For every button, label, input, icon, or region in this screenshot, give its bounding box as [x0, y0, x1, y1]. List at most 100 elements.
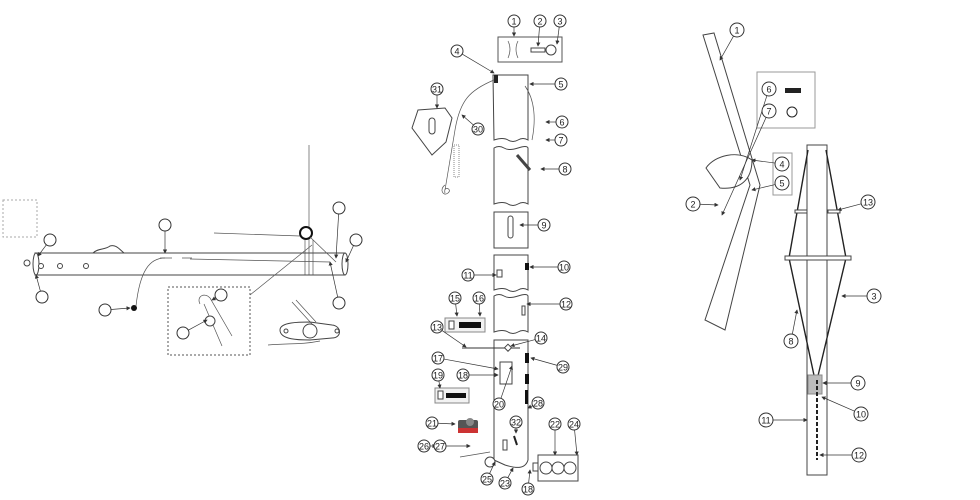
- callout-middle-5: 5: [529, 77, 568, 91]
- callout-circle: [783, 333, 799, 349]
- callout-circle: [509, 415, 523, 429]
- callout-circle: [492, 397, 506, 411]
- callout-number: 1: [511, 17, 516, 27]
- callout-middle-14: 14: [510, 331, 548, 348]
- callout-circle: [555, 115, 569, 129]
- leader-line: [751, 158, 776, 164]
- callout-middle-4: 4: [450, 44, 495, 74]
- leader-line: [477, 303, 482, 317]
- callout-middle-18: 18: [456, 368, 499, 382]
- callout-right-9: 9: [822, 375, 866, 391]
- callout-circle: [176, 326, 190, 340]
- triple-block: [532, 454, 579, 482]
- callout-circle: [430, 320, 444, 334]
- callout-middle-27: 27: [433, 439, 471, 453]
- callout-middle-1: 1: [507, 14, 521, 37]
- callout-number: 3: [557, 17, 562, 27]
- callout-circle: [471, 122, 485, 136]
- callout-circle: [729, 22, 745, 38]
- slot: [507, 215, 514, 239]
- callout-middle-29: 29: [530, 356, 570, 374]
- callout-number: 18: [523, 485, 533, 495]
- callout-middle-9: 9: [519, 218, 551, 232]
- leader-line: [454, 303, 459, 317]
- callout-middle-6: 6: [545, 115, 569, 129]
- pin: [530, 47, 546, 53]
- callout-number: 16: [474, 294, 484, 304]
- spreader-arm: [702, 32, 761, 331]
- halyard: [444, 79, 495, 191]
- callout-circle: [556, 360, 570, 374]
- boom-diagram: [2, 145, 349, 356]
- callout-number: 9: [855, 379, 860, 389]
- diamond-spreader: [784, 255, 852, 261]
- callout-circle: [349, 233, 363, 247]
- placeholder-box: [2, 199, 38, 238]
- callout-circle: [554, 77, 568, 91]
- callout-circle: [456, 368, 470, 382]
- callout-number: 18: [458, 371, 468, 381]
- cleat: [91, 245, 126, 254]
- callout-number: 11: [463, 271, 472, 281]
- leader-line: [37, 244, 47, 257]
- cam-cleat-photo: [458, 418, 478, 433]
- callout-number: 1: [734, 26, 739, 36]
- leader-line: [699, 202, 719, 207]
- callout-left-6: [98, 303, 131, 317]
- leader-line: [821, 396, 855, 412]
- callout-number: 2: [690, 200, 695, 210]
- leader-line: [527, 469, 532, 484]
- callout-circle: [35, 290, 49, 304]
- callout-circle: [461, 268, 475, 282]
- callout-number: 9: [541, 221, 546, 231]
- sheave-kit-box: [497, 36, 563, 63]
- callout-number: 17: [433, 354, 443, 364]
- leader-line: [437, 380, 442, 389]
- callout-circle: [158, 218, 172, 232]
- callout-middle-30: 30: [461, 114, 485, 136]
- tang: [515, 154, 532, 171]
- callout-number: 11: [761, 416, 770, 426]
- callout-circle: [774, 156, 790, 172]
- callout-number: 29: [558, 363, 568, 373]
- leader-line: [461, 53, 495, 74]
- callout-circle: [533, 14, 547, 28]
- callout-number: 21: [427, 419, 437, 429]
- pin-kit-box: [756, 71, 816, 129]
- callout-circle: [521, 482, 535, 496]
- callout-middle-23: 23: [498, 467, 514, 490]
- callout-number: 30: [473, 125, 483, 135]
- callout-circle: [531, 396, 545, 410]
- callout-number: 15: [450, 294, 460, 304]
- callout-number: 25: [482, 475, 492, 485]
- callout-middle-17: 17: [431, 351, 499, 371]
- callout-number: 12: [854, 451, 864, 461]
- callout-circle: [431, 351, 445, 365]
- callout-middle-3: 3: [553, 14, 567, 45]
- callout-circle: [448, 291, 462, 305]
- callout-circle: [853, 406, 869, 422]
- callout-number: 6: [559, 118, 564, 128]
- callout-circle: [850, 375, 866, 391]
- callout-number: 14: [536, 334, 546, 344]
- callout-right-4: 4: [751, 156, 790, 172]
- callout-number: 7: [558, 136, 563, 146]
- leader-line: [345, 245, 354, 263]
- callout-circle: [851, 447, 867, 463]
- callout-middle-7: 7: [545, 133, 568, 147]
- callout-number: 27: [435, 442, 445, 452]
- callout-right-7: 7: [721, 103, 777, 216]
- callout-circle: [480, 472, 494, 486]
- leader-line: [527, 404, 533, 409]
- callout-number: 20: [494, 400, 504, 410]
- leader-line: [334, 213, 339, 259]
- callout-middle-2: 2: [533, 14, 547, 47]
- callout-number: 4: [779, 160, 784, 170]
- callout-circle: [332, 201, 346, 215]
- callout-circle: [498, 476, 512, 490]
- callout-number: 4: [454, 47, 459, 57]
- callout-number: 8: [562, 165, 567, 175]
- callout-circle: [537, 218, 551, 232]
- callout-circle: [567, 417, 581, 431]
